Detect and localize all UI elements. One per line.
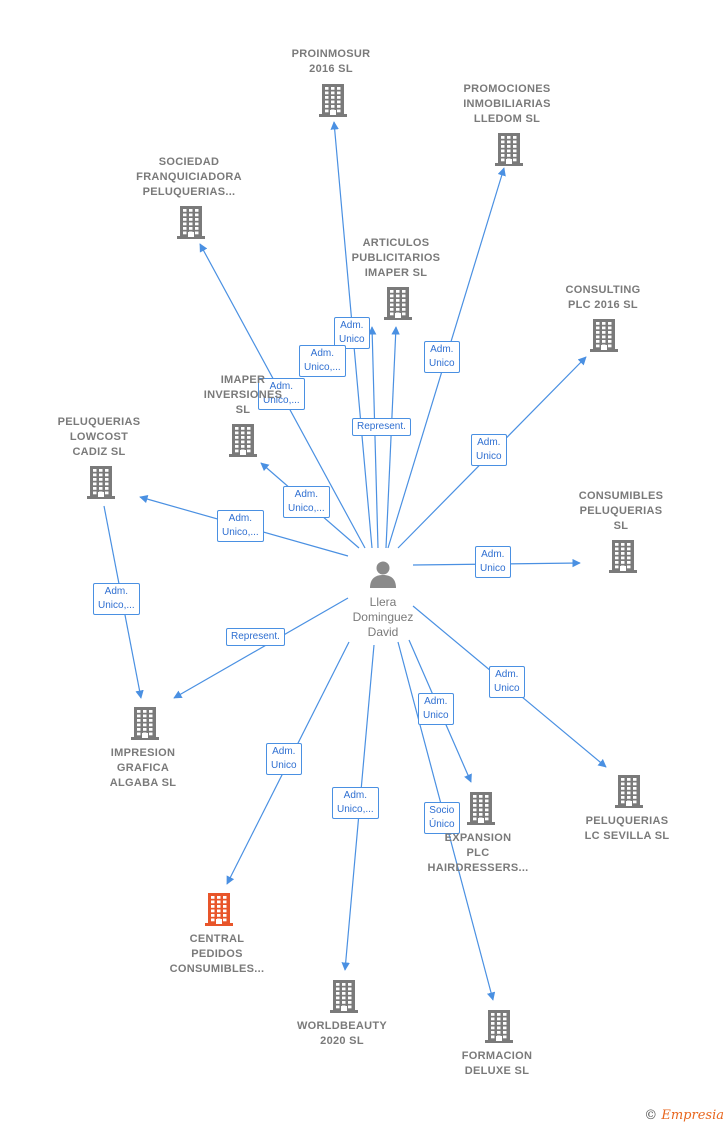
edge-label[interactable]: Represent. (226, 628, 285, 646)
building-icon[interactable] (228, 422, 258, 458)
edge-label[interactable]: Adm. Unico,... (93, 583, 140, 615)
edge-label[interactable]: Adm. Unico (424, 341, 460, 373)
edge-label[interactable]: Adm. Unico,... (299, 345, 346, 377)
edge-label[interactable]: Adm. Unico,... (283, 486, 330, 518)
edge-label[interactable]: Adm. Unico,... (258, 378, 305, 410)
center-person-label[interactable]: Llera Dominguez David (352, 595, 414, 639)
edge-label[interactable]: Represent. (352, 418, 411, 436)
person-icon[interactable] (368, 559, 398, 594)
building-icon[interactable] (130, 705, 160, 741)
edge-label[interactable]: Adm. Unico (418, 693, 454, 725)
edge-label[interactable]: Adm. Unico (489, 666, 525, 698)
edge-label[interactable]: Adm. Unico,... (217, 510, 264, 542)
company-label-consulting[interactable]: CONSULTING PLC 2016 SL (565, 284, 641, 311)
building-icon[interactable] (86, 464, 116, 500)
company-label-imaper[interactable]: IMAPER INVERSIONES SL (203, 374, 283, 416)
company-label-articulos[interactable]: ARTICULOS PUBLICITARIOS IMAPER SL (351, 237, 441, 279)
company-label-consumibles[interactable]: CONSUMIBLES PELUQUERIAS SL (578, 490, 664, 532)
company-label-sociedad[interactable]: SOCIEDAD FRANQUICIADORA PELUQUERIAS... (136, 156, 242, 198)
edge-label[interactable]: Adm. Unico (475, 546, 511, 578)
building-icon[interactable] (614, 773, 644, 809)
company-label-peluquerias_lowcost[interactable]: PELUQUERIAS LOWCOST CADIZ SL (57, 416, 141, 458)
edge-line (368, 326, 379, 549)
brand-logo[interactable]: Empresia (661, 1108, 724, 1123)
edge-label[interactable]: Socio Único (424, 802, 460, 834)
building-icon[interactable] (484, 1008, 514, 1044)
building-icon[interactable] (589, 317, 619, 353)
edge-label[interactable]: Adm. Unico (334, 317, 370, 349)
edge-label[interactable]: Adm. Unico,... (332, 787, 379, 819)
building-icon[interactable] (176, 204, 206, 240)
company-label-expansion[interactable]: EXPANSION PLC HAIRDRESSERS... (427, 832, 529, 874)
copyright-footer: © Empresia (644, 1108, 724, 1123)
company-label-worldbeauty[interactable]: WORLDBEAUTY 2020 SL (296, 1020, 388, 1047)
company-label-peluquerias_sevilla[interactable]: PELUQUERIAS LC SEVILLA SL (584, 815, 670, 842)
building-icon[interactable] (204, 891, 234, 927)
company-label-central[interactable]: CENTRAL PEDIDOS CONSUMIBLES... (169, 933, 265, 975)
edge-line (173, 597, 349, 699)
building-icon[interactable] (329, 978, 359, 1014)
copyright-symbol: © (644, 1108, 658, 1123)
building-icon[interactable] (608, 538, 638, 574)
edge-label[interactable]: Adm. Unico (471, 434, 507, 466)
building-icon[interactable] (318, 82, 348, 118)
building-icon[interactable] (466, 790, 496, 826)
building-icon[interactable] (494, 131, 524, 167)
edge-label[interactable]: Adm. Unico (266, 743, 302, 775)
company-label-promociones[interactable]: PROMOCIONES INMOBILIARIAS LLEDOM SL (463, 83, 551, 125)
company-label-impresion[interactable]: IMPRESION GRAFICA ALGABA SL (109, 747, 177, 789)
edge-line (385, 326, 400, 549)
building-icon[interactable] (383, 285, 413, 321)
company-label-proinmosur[interactable]: PROINMOSUR 2016 SL (291, 48, 371, 75)
company-label-formacion[interactable]: FORMACION DELUXE SL (461, 1050, 533, 1077)
